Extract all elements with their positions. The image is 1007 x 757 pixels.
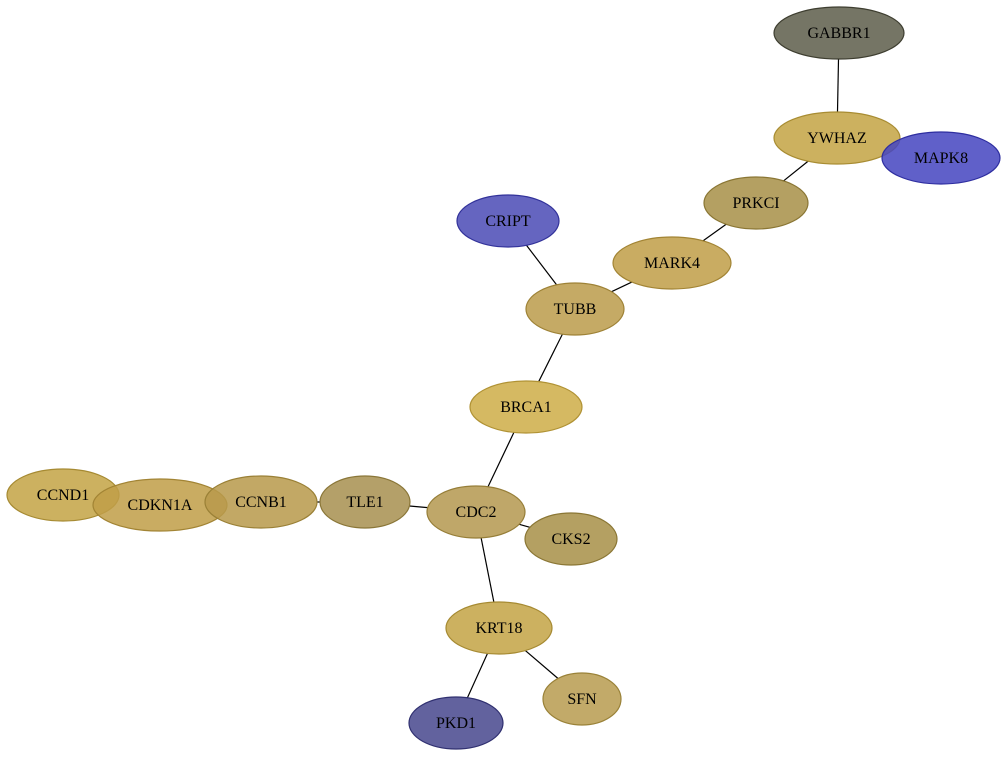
node-gabbr1[interactable]: GABBR1 [773, 6, 905, 60]
node-tle1[interactable]: TLE1 [319, 475, 411, 529]
node-label: GABBR1 [807, 25, 870, 42]
edge-cdc2-cks2 [519, 523, 531, 528]
edge-cript-tubb [525, 244, 558, 286]
node-shape[interactable] [703, 176, 809, 230]
node-label: KRT18 [475, 620, 522, 637]
edge-krt18-pkd1 [466, 653, 489, 699]
edge-mark4-tubb [611, 281, 633, 293]
node-ccnb1[interactable]: CCNB1 [204, 475, 318, 529]
node-label: MAPK8 [914, 150, 968, 167]
edges-layer [317, 58, 840, 699]
node-shape[interactable] [456, 194, 560, 248]
edge-prkci-mark4 [702, 223, 727, 242]
node-shape[interactable] [204, 475, 318, 529]
node-shape[interactable] [612, 236, 732, 290]
node-shape[interactable] [469, 380, 583, 434]
node-shape[interactable] [426, 485, 526, 539]
node-label: PRKCI [732, 195, 779, 212]
node-sfn[interactable]: SFN [542, 672, 622, 726]
node-shape[interactable] [542, 672, 622, 726]
node-cks2[interactable]: CKS2 [524, 512, 618, 566]
node-brca1[interactable]: BRCA1 [469, 380, 583, 434]
node-shape[interactable] [319, 475, 411, 529]
node-ywhaz[interactable]: YWHAZ [773, 111, 901, 165]
edge-brca1-cdc2 [487, 432, 515, 488]
node-prkci[interactable]: PRKCI [703, 176, 809, 230]
node-krt18[interactable]: KRT18 [445, 601, 553, 655]
node-label: CDKN1A [128, 497, 193, 514]
node-shape[interactable] [773, 111, 901, 165]
node-cdkn1a[interactable]: CDKN1A [92, 478, 228, 532]
node-label: TLE1 [346, 494, 383, 511]
node-pkd1[interactable]: PKD1 [408, 696, 504, 750]
edge-ywhaz-prkci [783, 160, 809, 182]
node-cript[interactable]: CRIPT [456, 194, 560, 248]
edge-krt18-sfn [524, 650, 559, 679]
node-label: BRCA1 [500, 399, 552, 416]
node-label: TUBB [554, 301, 597, 318]
edge-tubb-brca1 [538, 333, 563, 382]
node-label: YWHAZ [807, 130, 867, 147]
node-label: CRIPT [485, 213, 531, 230]
node-shape[interactable] [445, 601, 553, 655]
node-shape[interactable] [408, 696, 504, 750]
node-mark4[interactable]: MARK4 [612, 236, 732, 290]
node-tubb[interactable]: TUBB [525, 282, 625, 336]
node-cdc2[interactable]: CDC2 [426, 485, 526, 539]
edge-gabbr1-ywhaz [836, 58, 840, 113]
node-label: CKS2 [551, 531, 590, 548]
node-shape[interactable] [525, 282, 625, 336]
node-shape[interactable] [773, 6, 905, 60]
node-label: CCND1 [37, 487, 89, 504]
node-label: CDC2 [456, 504, 497, 521]
node-shape[interactable] [881, 131, 1001, 185]
node-mapk8[interactable]: MAPK8 [881, 131, 1001, 185]
node-shape[interactable] [524, 512, 618, 566]
node-label: SFN [567, 691, 597, 708]
node-label: MARK4 [644, 255, 700, 272]
node-label: CCNB1 [235, 494, 287, 511]
node-ccnd1[interactable]: CCND1 [6, 468, 120, 522]
edge-tle1-cdc2 [409, 505, 428, 509]
edge-cdc2-krt18 [480, 537, 495, 603]
node-label: PKD1 [436, 715, 476, 732]
